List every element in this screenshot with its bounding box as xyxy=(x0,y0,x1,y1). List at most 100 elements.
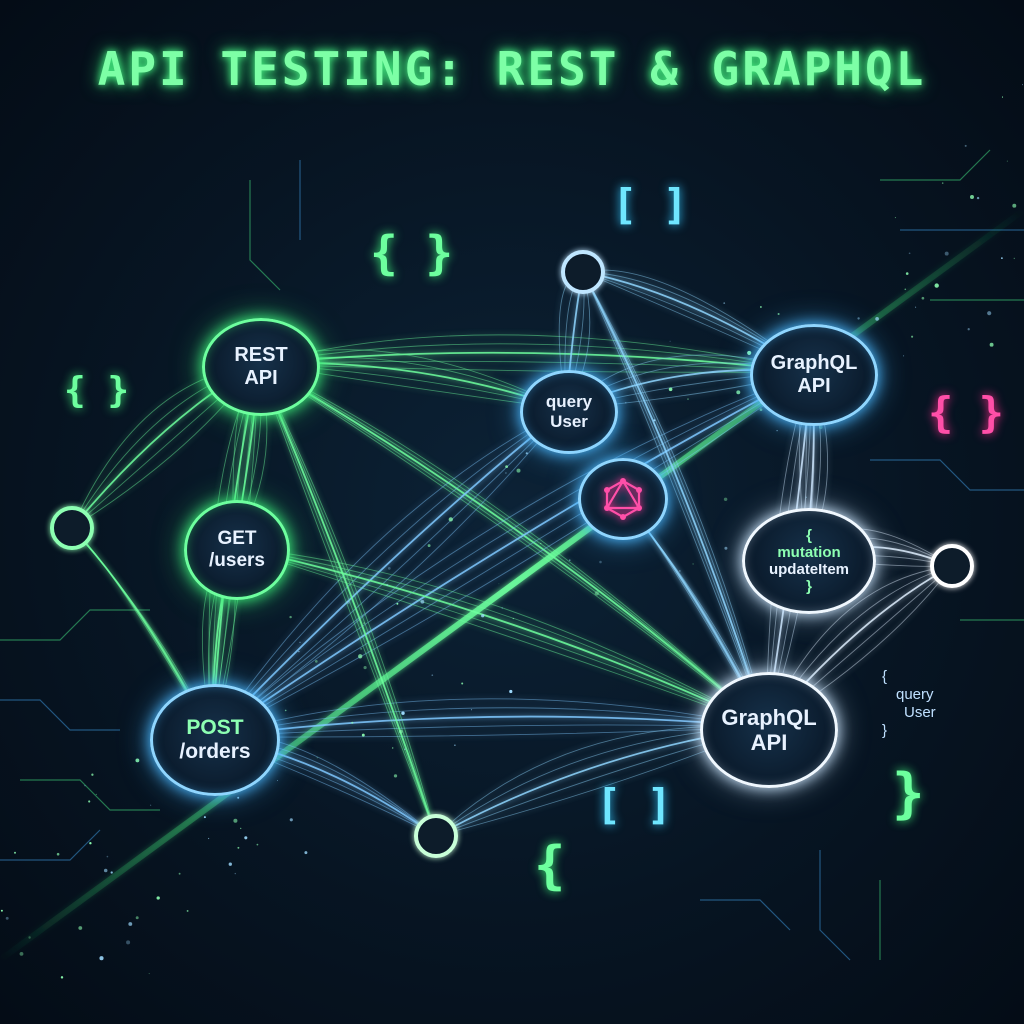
particle xyxy=(99,956,104,961)
particle xyxy=(944,251,949,256)
particle xyxy=(396,602,399,605)
particle xyxy=(256,843,259,846)
particle xyxy=(505,465,509,469)
particle xyxy=(1012,203,1017,208)
particle xyxy=(525,452,528,455)
connection-line xyxy=(211,408,567,738)
node-label-line1: GraphQL xyxy=(770,352,858,374)
connection-line xyxy=(233,546,767,728)
node-label-line2: /users xyxy=(209,550,265,571)
node-label-line2: /orders xyxy=(179,740,251,763)
particle xyxy=(1001,96,1004,98)
particle xyxy=(921,296,925,300)
particle xyxy=(289,818,293,822)
node-get-users[interactable]: GET /users xyxy=(184,500,290,600)
particle xyxy=(289,615,292,619)
node-query-user[interactable]: query User xyxy=(520,370,618,454)
connection-line xyxy=(211,371,812,738)
particle xyxy=(448,517,453,522)
particle xyxy=(736,390,741,395)
particle xyxy=(970,195,974,199)
particle xyxy=(386,583,389,587)
particle xyxy=(964,144,967,147)
node-label-line2: API xyxy=(244,367,278,389)
connection-line xyxy=(233,546,767,728)
particle xyxy=(505,472,507,474)
particle xyxy=(470,709,473,711)
particle xyxy=(135,916,139,920)
particle xyxy=(148,973,150,975)
particle xyxy=(28,936,31,939)
particle xyxy=(1013,257,1015,260)
node-post-orders[interactable]: POST /orders xyxy=(150,684,280,796)
particle xyxy=(427,544,431,548)
node-graphql-api-top[interactable]: GraphQL API xyxy=(750,324,878,426)
node-mutation[interactable]: { mutation updateItem } xyxy=(742,508,876,614)
particle xyxy=(150,804,152,806)
particle xyxy=(304,851,308,855)
particle xyxy=(19,952,24,956)
particle xyxy=(244,836,248,840)
circuit-traces xyxy=(0,149,1024,961)
particle xyxy=(95,793,97,795)
node-brace-close: } xyxy=(806,578,812,596)
particle xyxy=(498,583,500,585)
connection-line xyxy=(211,371,812,738)
connection-line xyxy=(257,363,437,837)
particle xyxy=(0,909,3,912)
connection-line xyxy=(582,271,767,728)
circuit-trace xyxy=(0,829,101,861)
particle xyxy=(358,654,363,659)
particle xyxy=(228,862,232,866)
particle xyxy=(178,872,181,875)
connection-line xyxy=(233,546,767,728)
connection-line xyxy=(257,363,812,373)
connection-line xyxy=(211,408,567,738)
particle xyxy=(777,312,780,316)
floating-line1: query xyxy=(896,686,934,703)
particle xyxy=(904,288,907,291)
particle xyxy=(314,660,318,663)
node-label-line1: REST xyxy=(234,344,288,366)
particle xyxy=(1022,84,1023,86)
connection-line xyxy=(211,724,767,738)
particle xyxy=(316,757,318,759)
node-graphql-api-bottom[interactable]: GraphQL API xyxy=(700,672,838,788)
particle xyxy=(894,217,896,219)
particle xyxy=(687,398,689,400)
connection-line xyxy=(257,360,812,373)
particle xyxy=(103,868,108,873)
particle xyxy=(284,709,287,712)
connection-line xyxy=(211,408,567,738)
particle xyxy=(14,851,16,854)
particle xyxy=(723,497,728,502)
particle xyxy=(363,666,367,670)
particle xyxy=(91,773,94,776)
particle xyxy=(401,711,405,715)
light-beam xyxy=(0,207,1024,963)
connection-line xyxy=(257,363,437,837)
node-graphql-logo[interactable] xyxy=(578,458,668,540)
particle xyxy=(404,748,406,751)
particle xyxy=(599,560,602,564)
connection-line xyxy=(211,371,812,738)
particle xyxy=(481,614,485,618)
particle xyxy=(903,355,905,357)
connection-line xyxy=(257,363,767,728)
connection-line xyxy=(582,271,767,728)
particle xyxy=(106,855,109,858)
connection-line xyxy=(211,371,812,738)
particle xyxy=(875,317,879,321)
particle xyxy=(84,784,86,787)
connection-line xyxy=(257,343,812,373)
particle xyxy=(56,852,60,856)
particle xyxy=(509,689,513,694)
particle xyxy=(461,682,464,685)
particle xyxy=(110,871,113,874)
particle xyxy=(156,896,160,900)
small-ring-nodes xyxy=(50,250,974,858)
brace-close-right-glyph: } xyxy=(892,762,925,825)
circuit-trace xyxy=(249,180,281,291)
node-rest-api[interactable]: REST API xyxy=(202,318,320,416)
